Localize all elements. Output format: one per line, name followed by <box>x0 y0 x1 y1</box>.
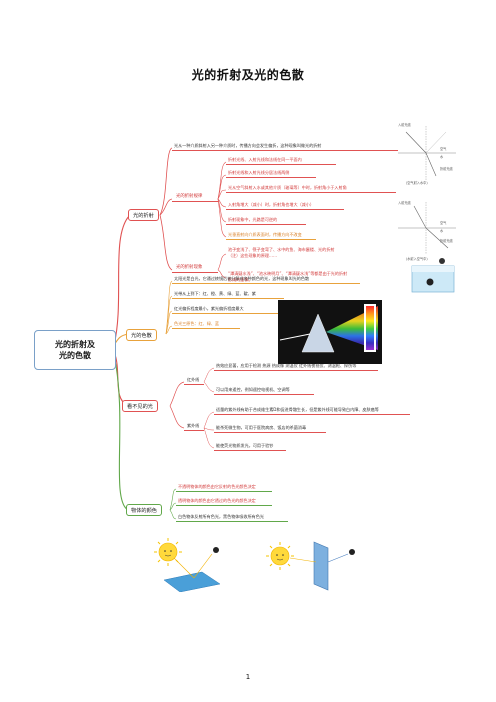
law-item-4: 入射角增大（减小）时，折射角也增大（减小） <box>228 202 314 207</box>
branch-dispersion: 光的色散 <box>126 329 157 341</box>
dispersion-item-2: 光带从上到下：红、橙、黄、绿、蓝、靛、紫 <box>174 291 256 296</box>
reflection-illustration <box>154 538 221 592</box>
phenomena-line-2: （注）这些现象的原理…… <box>228 253 278 258</box>
dispersion-item-4: 色光三原色：红、绿、蓝 <box>174 321 220 326</box>
diagram-top-water-label: 水 <box>440 154 444 159</box>
mindmap-root: 光的折射及 光的色散 <box>34 330 116 370</box>
diagram-top-air-label: 空气 <box>440 146 447 151</box>
sun-icon-right <box>266 542 294 570</box>
fish-icon <box>426 278 434 286</box>
ultraviolet-item-1: 适量的紫外线有助于合成维生素D和促进骨骼生长，但是紫外线可能导致白内障、皮肤癌等 <box>216 407 379 412</box>
law-item-6: 光垂直射向介质表面时，传播方向不改变 <box>228 232 302 237</box>
refraction-diagrams: 入射光线 空气 水 折射光线 (空气射入水中) 入射光线 空气 水 折射光线 (… <box>398 122 456 261</box>
infrared-label: 红外线 <box>187 377 200 382</box>
refraction-law-label: 光的折射规律 <box>176 194 203 199</box>
refraction-definition: 光从一种介质斜射入另一种介质时，传播方向会发生偏折，这种现象叫做光的折射 <box>174 143 322 148</box>
branch-object-color: 物体的颜色 <box>126 504 162 516</box>
prism-illustration <box>278 300 382 364</box>
fish-tank-illustration <box>411 258 455 293</box>
ultraviolet-label: 紫外线 <box>187 423 200 428</box>
eye-icon-right <box>349 549 355 555</box>
branch-refraction: 光的折射 <box>128 209 159 221</box>
diagram-bottom-caption: (水射入空气中) <box>406 256 428 261</box>
diagram-top-refracted-label: 折射光线 <box>440 166 454 171</box>
law-item-1: 折射光线、入射光线和法线在同一平面内 <box>228 157 302 162</box>
law-item-2: 折射光线和入射光线分居法线两侧 <box>228 170 290 175</box>
dispersion-item-3: 红光偏折程度最小，紫光偏折程度最大 <box>174 306 244 311</box>
infrared-item-2: 可以用来遥控，例如遥控电视机、空调等 <box>216 387 290 392</box>
branch-invisible-light: 看不见的光 <box>122 400 158 412</box>
diagram-top-caption: (空气射入水中) <box>406 180 428 185</box>
root-line-1: 光的折射及 <box>55 340 95 349</box>
dispersion-item-1: 太阳光是白光，它通过棱镜后被分解成各种颜色的光，这种现象叫光的色散 <box>174 276 310 281</box>
law-item-5: 折射现象中，光路是可逆的 <box>228 217 278 222</box>
phenomena-line-4: 形成的虚像。 <box>228 277 253 282</box>
page-number: 1 <box>245 673 251 681</box>
diagram-bottom-refracted-label: 折射光线 <box>440 238 454 243</box>
page-title: 光的折射及光的色散 <box>191 68 305 82</box>
diagram-bottom-water-label: 水 <box>440 228 444 233</box>
phenomena-line-1: 池子变浅了、筷子变弯了、水中的鱼、海市蜃楼、光的折射 <box>228 247 335 252</box>
infrared-item-1: 热效应显著，应用于检测 热源 热成像 测温仪 红外线夜视仪、测温枪、探伤等 <box>216 363 357 368</box>
root-line-2: 光的色散 <box>59 351 91 360</box>
phenomena-line-3: “潭清疑水浅”、“池水映明月”、“潭清疑水浅”等都是由于光的折射 <box>228 271 348 276</box>
diagram-top-incident-label: 入射光线 <box>398 122 412 127</box>
diagram-bottom-air-label: 空气 <box>440 220 447 225</box>
diagram-bottom-incident-label: 入射光线 <box>398 200 412 205</box>
eye-icon-left <box>213 547 219 553</box>
refraction-phenomena-label: 光的折射现象 <box>176 265 203 270</box>
eye-icon <box>439 258 445 264</box>
ultraviolet-item-3: 能使荧光物质发光，可用于验钞 <box>216 443 274 448</box>
object-color-item-1: 不透明物体的颜色由它反射的色光颜色决定 <box>178 484 256 489</box>
law-item-3: 光从空气斜射入水或其他介质（玻璃等）中时，折射角小于入射角 <box>228 185 347 190</box>
object-color-item-2: 透明物体的颜色由它透过的色光的颜色决定 <box>178 498 256 503</box>
object-color-item-3: 白色物体反射所有色光，黑色物体吸收所有色光 <box>178 514 264 519</box>
transmission-illustration <box>266 541 355 591</box>
ultraviolet-item-2: 能杀死微生物，可用于医院病房、饭店的杀菌消毒 <box>216 425 307 430</box>
sun-icon <box>154 538 182 566</box>
